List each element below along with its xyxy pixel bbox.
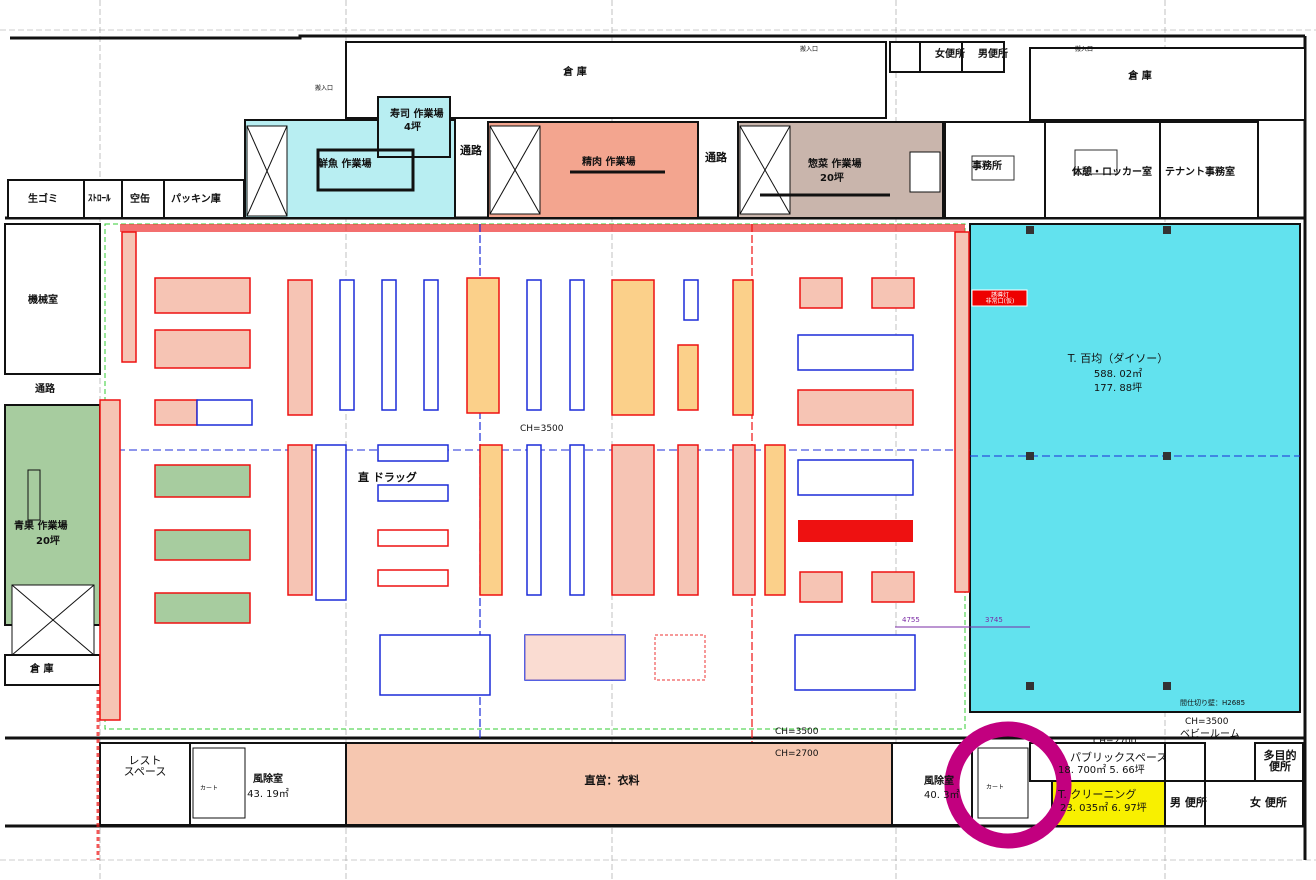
produce-area-label: 20坪 [36,536,60,547]
multi-toilet-room [1254,742,1304,782]
meat-workroom-label: 精肉 作業場 [582,157,636,168]
machine-room [4,223,101,375]
tenant-name-label: T. 百均（ダイソー） [1067,352,1169,365]
stroll-room [83,179,123,219]
tenant-office-label: テナント事務室 [1165,167,1235,178]
tenant-office-room [1159,121,1259,219]
rest-space-room [99,742,191,826]
baby-room-label: ベビールーム [1180,729,1240,740]
passage-left-label: 通路 [35,384,55,395]
dimension-2: 3745 [985,616,1003,624]
vacant-label: 空缶 [130,194,150,205]
ceiling-bottom-3: CH=2700 [1093,737,1137,747]
male-toilet-label: 男 便所 [1170,796,1207,809]
female-toilet-label: 女 便所 [1250,796,1287,809]
daiso-tag-label: 誘導灯 非常口(仮) [985,292,1015,305]
produce-workroom-label: 青果 作業場 [14,521,68,532]
fish-workroom-label: 鮮魚 作業場 [318,159,372,170]
dimension-1: 4755 [902,616,920,624]
ceiling-center-label: CH=3500 [520,424,564,434]
entrance-label-2: 搬入口 [800,46,819,53]
windbreak-right-sqm: 40. 3㎡ [924,790,960,801]
direct-clothing-label: 直営：衣料 [584,774,640,787]
public-space-size: 18. 700㎡ 5. 66坪 [1058,765,1145,776]
sushi-area-label: 4坪 [404,122,421,133]
office-room [944,121,1046,219]
ceiling-right-label: CH=3500 [1185,717,1229,727]
warehouse-top-label: 倉 庫 [563,67,587,78]
raw-garbage-room [7,179,85,219]
ceiling-bottom-2: CH=2700 [775,749,819,759]
windbreak-right-label: 風除室 [924,776,954,787]
warehouse-right-label: 倉 庫 [1128,71,1152,82]
machine-room-label: 機械室 [28,295,58,306]
passage-right-label: 通路 [705,151,727,164]
multi-toilet-label: 多目的 便所 [1263,749,1297,773]
warehouse-left-label: 倉 庫 [30,664,54,675]
sushi-workroom [377,96,451,158]
partition-label: 間仕切り壁：H2685 [1180,699,1246,707]
male-toilet-top-label: 男便所 [978,49,1008,60]
break-room-label: 休憩・ロッカー室 [1072,167,1152,178]
rest-space-label: レスト スペース [123,754,167,778]
windbreak-left-label: 風除室 [253,774,283,785]
raw-garbage-label: 生ゴミ [28,194,58,205]
deli-area-label: 20坪 [820,173,844,184]
female-toilet-top-label: 女便所 [935,49,965,60]
drug-label: 直 ドラッグ [358,471,417,484]
passage-mid-label: 通路 [460,144,482,157]
ceiling-bottom-1: CH=3500 [775,727,819,737]
public-space-label: パブリックスペース [1070,751,1168,764]
direct-clothing-room [345,742,893,826]
sushi-workroom-label: 寿司 作業場 [390,109,444,120]
break-room [1044,121,1161,219]
deli-workroom-label: 惣菜 作業場 [808,159,862,170]
office-label: 事務所 [972,161,1002,172]
tenant-tsubo-label: 177. 88坪 [1093,383,1143,394]
cleaning-label: T. クリーニング [1058,788,1137,801]
tenant-sqm-label: 588. 02㎡ [1093,369,1143,380]
cart-label-2: カート [986,784,1005,791]
entrance-label-1: 搬入口 [315,85,334,92]
packing-room [163,179,245,219]
highlight-circle [944,721,1072,849]
entrance-label-3: 搬入口 [1075,46,1094,53]
stroll-label: ｽﾄﾛｰﾙ [88,194,111,204]
packing-label: パッキン庫 [171,194,221,205]
windbreak-left-sqm: 43. 19㎡ [247,789,289,800]
cleaning-size: 23. 035㎡ 6. 97坪 [1060,803,1147,814]
cart-label-1: カート [200,785,219,792]
warehouse-top [345,41,1306,121]
vacant-room [121,179,165,219]
